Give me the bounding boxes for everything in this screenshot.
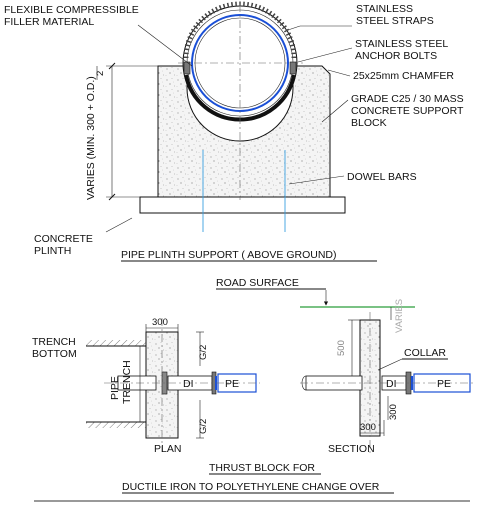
- title-line-2: DUCTILE IRON TO POLYETHYLENE CHANGE OVER: [122, 481, 380, 493]
- collar-label: COLLAR: [404, 347, 446, 359]
- plan-dim-300: 300: [152, 317, 168, 328]
- section-di-label: DI: [386, 378, 397, 390]
- pipe-section: [178, 1, 304, 200]
- section-dim-500: 500: [336, 340, 347, 356]
- plan-di-label: DI: [183, 378, 194, 390]
- section-title: SECTION: [328, 443, 375, 455]
- title-line-1: THRUST BLOCK FOR: [209, 462, 315, 474]
- varies-dimension-label: VARIES (MIN. 300 + O.D.): [85, 76, 97, 200]
- plinth-support-view: VARIES (MIN. 300 + O.D.) 2 FLEXIBLE COMP…: [4, 1, 464, 262]
- thrust-block-title: THRUST BLOCK FOR DUCTILE IRON TO POLYETH…: [34, 462, 470, 502]
- concrete-plinth: [139, 196, 346, 214]
- pipe-trench-label: PIPE: [109, 376, 121, 400]
- plan-dim-g2-top: G/2: [198, 345, 209, 360]
- plan-pe-label: PE: [225, 378, 239, 390]
- section-dim-300-side: 300: [388, 404, 399, 420]
- road-surface-label: ROAD SURFACE: [216, 277, 299, 289]
- section-view: ROAD SURFACE VARIES DI PE COLLAR 500 300: [216, 277, 476, 456]
- plan-dim-g2-bottom: G/2: [198, 419, 209, 434]
- chamfer-label: 25x25mm CHAMFER: [353, 70, 454, 82]
- varies-small-label: VARIES: [394, 299, 405, 333]
- title-plinth-support: PIPE PLINTH SUPPORT ( ABOVE GROUND): [121, 249, 337, 261]
- varies-dimension-fraction: 2: [95, 71, 106, 76]
- plan-title: PLAN: [154, 443, 181, 455]
- section-dim-300-bottom: 300: [360, 422, 376, 433]
- dowel-bars-label: DOWEL BARS: [347, 171, 417, 183]
- pipe-trench-label-2: TRENCH: [121, 360, 133, 404]
- section-pe-label: PE: [437, 378, 451, 390]
- concrete-support-block: [157, 65, 331, 198]
